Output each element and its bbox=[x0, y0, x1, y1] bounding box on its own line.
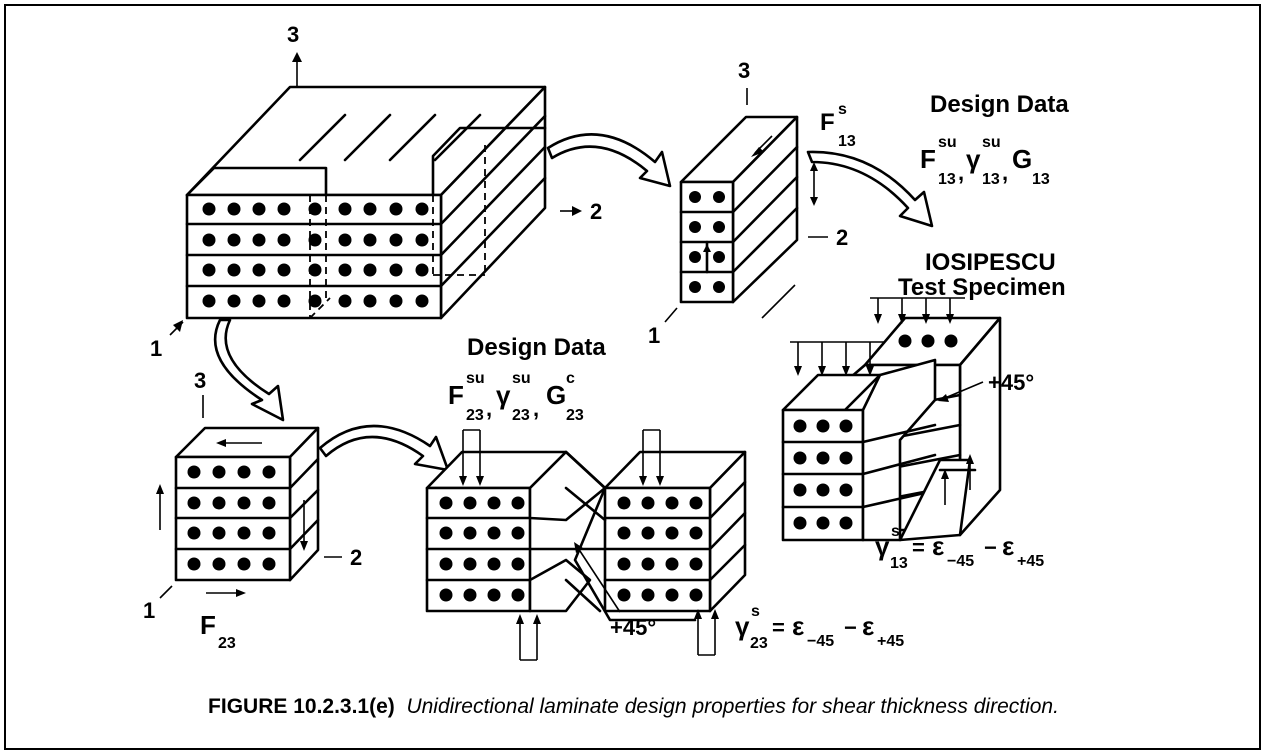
design-data-top-title: Design Data bbox=[930, 91, 1069, 118]
svg-text:+45: +45 bbox=[1017, 553, 1044, 570]
specimen-23-axis-2-label: 2 bbox=[350, 545, 362, 570]
svg-text:13: 13 bbox=[1032, 171, 1050, 188]
svg-text:23: 23 bbox=[218, 635, 236, 652]
svg-text:−45: −45 bbox=[947, 553, 974, 570]
caption-number: FIGURE 10.2.3.1(e) bbox=[208, 695, 395, 718]
specimen-13: 3 2 1 F s 13 bbox=[648, 58, 856, 348]
svg-text:su: su bbox=[938, 134, 957, 151]
specimen-13-axis-1-label: 1 bbox=[648, 323, 660, 348]
laminate-diagram: 3 2 1 3 2 bbox=[0, 0, 1267, 690]
svg-text:+45: +45 bbox=[877, 633, 904, 650]
specimen-13-axis-2-label: 2 bbox=[836, 225, 848, 250]
svg-text:ε: ε bbox=[932, 531, 944, 561]
svg-text:ε: ε bbox=[792, 611, 804, 641]
figure-caption: FIGURE 10.2.3.1(e) Unidirectional lamina… bbox=[0, 695, 1267, 719]
svg-text:su: su bbox=[512, 370, 531, 387]
shear-plus45-label: +45° bbox=[610, 615, 656, 640]
iosipescu-plus45-label: +45° bbox=[988, 370, 1034, 395]
f13s-superscript: s bbox=[838, 101, 847, 118]
gamma13-equation: γ bbox=[875, 531, 890, 561]
svg-text:23: 23 bbox=[566, 407, 584, 424]
large-block-axis-1-label: 1 bbox=[150, 336, 162, 361]
specimen-23-axis-1-label: 1 bbox=[143, 598, 155, 623]
design-data-23-g: G bbox=[546, 380, 566, 410]
svg-text:=: = bbox=[772, 615, 785, 640]
svg-text:s: s bbox=[751, 603, 760, 620]
iosipescu-label: IOSIPESCU bbox=[925, 249, 1056, 276]
large-block-axis-3-label: 3 bbox=[287, 22, 299, 47]
svg-text:−: − bbox=[844, 615, 857, 640]
svg-text:23: 23 bbox=[466, 407, 484, 424]
specimen-23: 3 2 1 F 23 bbox=[143, 368, 362, 652]
svg-text:23: 23 bbox=[512, 407, 530, 424]
svg-text:=: = bbox=[912, 535, 925, 560]
svg-text:23: 23 bbox=[750, 635, 768, 652]
design-data-13-f: F bbox=[920, 144, 936, 174]
design-data-13: Design Data F su 13 , γ su 13 , G 13 bbox=[920, 91, 1069, 188]
design-data-13-gamma: γ bbox=[966, 144, 981, 174]
svg-text:−: − bbox=[984, 535, 997, 560]
svg-text:13: 13 bbox=[890, 555, 908, 572]
f13s-symbol: F bbox=[820, 109, 835, 136]
svg-text:,: , bbox=[486, 396, 492, 421]
svg-text:−45: −45 bbox=[807, 633, 834, 650]
caption-text: Unidirectional laminate design propertie… bbox=[406, 695, 1059, 718]
iosipescu-specimen: +45° γ s 13 = ε −45 − ε +45 bbox=[783, 298, 1044, 572]
svg-text:13: 13 bbox=[982, 171, 1000, 188]
specimen-23-axis-3-label: 3 bbox=[194, 368, 206, 393]
design-data-mid-title: Design Data bbox=[467, 334, 606, 361]
svg-text:,: , bbox=[958, 160, 964, 185]
gamma23-equation: γ bbox=[735, 611, 750, 641]
specimen-13-axis-3-label: 3 bbox=[738, 58, 750, 83]
svg-text:ε: ε bbox=[862, 611, 874, 641]
design-data-23-f: F bbox=[448, 380, 464, 410]
svg-text:su: su bbox=[982, 134, 1001, 151]
f23-label: F bbox=[200, 610, 216, 640]
design-data-13-g: G bbox=[1012, 144, 1032, 174]
svg-text:s: s bbox=[891, 523, 900, 540]
test-specimen-label: Test Specimen bbox=[898, 274, 1066, 301]
f13s-subscript: 13 bbox=[838, 133, 856, 150]
svg-text:13: 13 bbox=[938, 171, 956, 188]
svg-text:c: c bbox=[566, 370, 575, 387]
svg-text:ε: ε bbox=[1002, 531, 1014, 561]
svg-text:su: su bbox=[466, 370, 485, 387]
svg-text:,: , bbox=[533, 396, 539, 421]
large-laminate-block: 3 2 1 bbox=[150, 22, 602, 361]
design-data-23-gamma: γ bbox=[496, 380, 511, 410]
large-block-axis-2-label: 2 bbox=[590, 199, 602, 224]
svg-text:,: , bbox=[1002, 160, 1008, 185]
design-data-23: Design Data F su 23 , γ su 23 , G c 23 bbox=[448, 334, 606, 424]
